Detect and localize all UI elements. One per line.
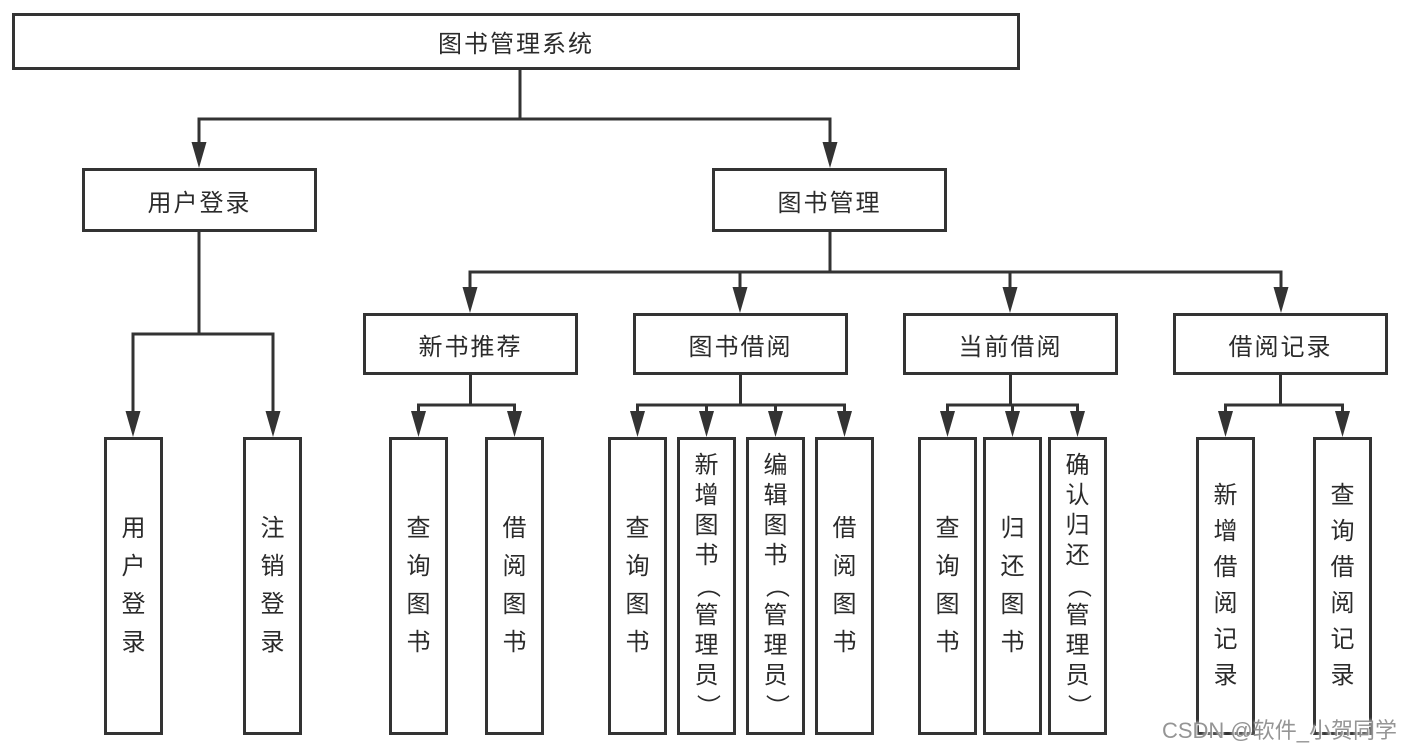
leaf-label: 注销登录 <box>260 515 285 656</box>
node-user-login: 用户登录 <box>82 168 317 232</box>
csdn-watermark: CSDN @软件_小贺同学 <box>1161 718 1397 743</box>
leaf-label: 用户登录 <box>121 515 146 656</box>
leaf-borrow-books-2: 借阅图书 <box>815 437 874 735</box>
node-borrowing-records: 借阅记录 <box>1173 313 1388 375</box>
leaf-label: 借阅图书 <box>832 515 857 656</box>
node-label: 新书推荐 <box>418 333 523 361</box>
leaf-query-books-3: 查询图书 <box>918 437 977 735</box>
leaf-label: 查询图书 <box>935 515 960 656</box>
leaf-user-login: 用户登录 <box>104 437 163 735</box>
node-label: 借阅记录 <box>1228 333 1333 361</box>
node-book-management: 图书管理 <box>712 168 947 232</box>
leaf-logout: 注销登录 <box>243 437 302 735</box>
node-label: 图书管理系统 <box>438 31 594 58</box>
leaf-edit-books-admin: 编辑图书（管理员） <box>746 437 805 735</box>
node-label: 图书管理 <box>777 189 882 217</box>
arrowheads <box>125 142 1350 437</box>
node-label: 用户登录 <box>147 189 252 217</box>
node-library-management-system: 图书管理系统 <box>12 13 1020 70</box>
leaf-label: 查询图书 <box>406 515 431 656</box>
leaf-label: 归还图书 <box>1000 515 1025 656</box>
node-label: 当前借阅 <box>958 333 1063 361</box>
leaf-label: 新增借阅记录 <box>1213 482 1238 689</box>
leaf-query-books-1: 查询图书 <box>389 437 448 735</box>
leaf-add-borrow-record: 新增借阅记录 <box>1196 437 1255 735</box>
leaf-query-borrow-record: 查询借阅记录 <box>1313 437 1372 735</box>
leaf-label: 确认归还（管理员） <box>1064 452 1092 719</box>
leaf-add-books-admin: 新增图书（管理员） <box>677 437 736 735</box>
leaf-return-books: 归还图书 <box>983 437 1042 735</box>
leaf-label: 查询借阅记录 <box>1330 482 1355 689</box>
leaf-label: 借阅图书 <box>502 515 527 656</box>
leaf-label: 查询图书 <box>625 515 650 656</box>
node-current-borrowing: 当前借阅 <box>903 313 1118 375</box>
node-new-book-recommendation: 新书推荐 <box>363 313 578 375</box>
leaf-confirm-return-admin: 确认归还（管理员） <box>1048 437 1107 735</box>
leaf-label: 新增图书（管理员） <box>693 452 721 719</box>
leaf-label: 编辑图书（管理员） <box>762 452 790 719</box>
node-label: 图书借阅 <box>688 333 793 361</box>
node-book-borrowing: 图书借阅 <box>633 313 848 375</box>
leaf-borrow-books-1: 借阅图书 <box>485 437 544 735</box>
leaf-query-books-2: 查询图书 <box>608 437 667 735</box>
